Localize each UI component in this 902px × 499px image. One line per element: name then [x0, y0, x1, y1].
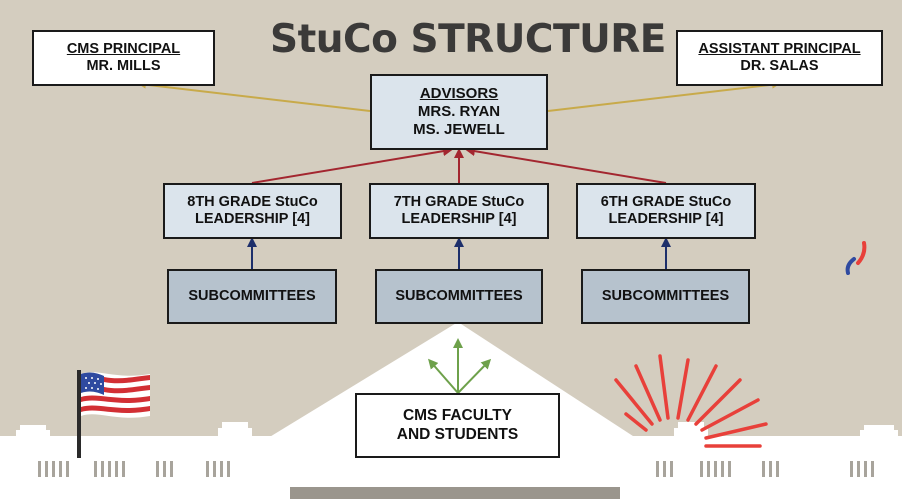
american-flag-icon — [77, 370, 150, 458]
grade-6-line1: 6TH GRADE StuCo — [600, 193, 732, 210]
entrance-steps — [290, 487, 620, 499]
advisor-name: MRS. RYAN — [417, 103, 501, 121]
grade-7-line1: 7TH GRADE StuCo — [393, 193, 525, 210]
subcommittees-label: SUBCOMMITTEES — [601, 287, 730, 304]
faculty-line1: CMS FACULTY — [402, 407, 513, 425]
page-title: StuCo STRUCTURE — [270, 17, 666, 62]
arrow-advisors-to-principal — [138, 80, 371, 112]
faculty-students-box: CMS FACULTY AND STUDENTS — [355, 393, 560, 458]
principal-name: MR. MILLS — [86, 58, 161, 74]
arrow-advisors-to-assistant-principal — [547, 80, 780, 112]
grade-8-line1: 8TH GRADE StuCo — [187, 193, 318, 210]
colonnade-windows — [38, 461, 874, 477]
firework-burst-icon — [614, 354, 768, 448]
faculty-line2: AND STUDENTS — [396, 425, 519, 443]
grade-7-leadership-box: 7TH GRADE StuCo LEADERSHIP [4] — [369, 183, 549, 239]
grade-6-line2: LEADERSHIP [4] — [608, 211, 724, 227]
arrow-6th-to-advisors — [465, 146, 667, 184]
assistant-principal-box: ASSISTANT PRINCIPAL DR. SALAS — [676, 30, 883, 86]
subcommittees-label: SUBCOMMITTEES — [188, 287, 316, 304]
arrow-8th-to-advisors — [251, 146, 453, 184]
grade-7-subcommittees-box: SUBCOMMITTEES — [375, 269, 543, 324]
grade-7-line2: LEADERSHIP [4] — [401, 211, 517, 227]
principal-role: CMS PRINCIPAL — [66, 40, 181, 57]
advisors-box: ADVISORS MRS. RYAN MS. JEWELL — [370, 74, 548, 150]
grade-8-line2: LEADERSHIP [4] — [195, 211, 310, 227]
principal-box: CMS PRINCIPAL MR. MILLS — [32, 30, 215, 86]
decorative-swoosh-icon — [845, 241, 867, 275]
advisor-name: MS. JEWELL — [413, 120, 505, 138]
grade-8-subcommittees-box: SUBCOMMITTEES — [167, 269, 337, 324]
advisors-title: ADVISORS — [419, 85, 499, 103]
subcommittees-label: SUBCOMMITTEES — [395, 287, 523, 304]
grade-6-subcommittees-box: SUBCOMMITTEES — [581, 269, 750, 324]
arrows-faculty-up — [428, 338, 492, 394]
assistant-principal-role: ASSISTANT PRINCIPAL — [698, 40, 861, 57]
grade-6-leadership-box: 6TH GRADE StuCo LEADERSHIP [4] — [576, 183, 756, 239]
grade-8-leadership-box: 8TH GRADE StuCo LEADERSHIP [4] — [163, 183, 342, 239]
assistant-principal-name: DR. SALAS — [740, 58, 819, 74]
